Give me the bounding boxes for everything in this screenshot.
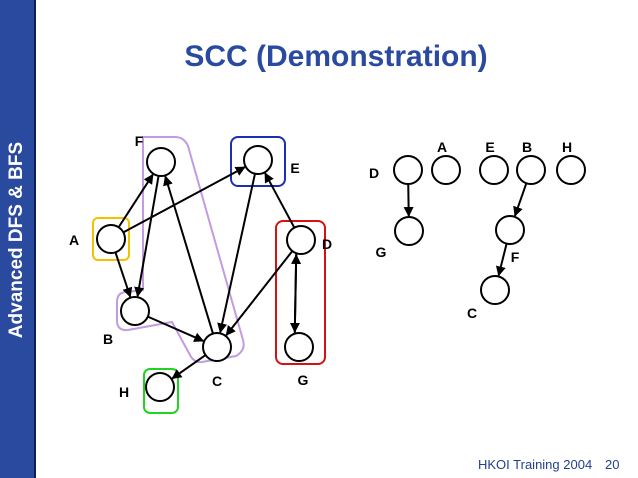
graph-edge-c-f (163, 175, 214, 334)
sidebar-band: Advanced DFS & BFS (0, 0, 36, 478)
graph-node-label-g: G (298, 372, 309, 388)
forest-node-label-f: F (511, 249, 520, 265)
graph-node-label-f: F (135, 133, 144, 149)
forest-node-g (394, 216, 424, 246)
component-dg-outline (275, 220, 326, 365)
graph-edge-a-f (117, 173, 154, 228)
graph-node-label-b: B (103, 331, 113, 347)
forest-node-label-a: A (437, 139, 447, 155)
graph-node-d (286, 225, 316, 255)
graph-edge-b-c (147, 315, 205, 342)
graph-edge-d-e (264, 172, 296, 229)
component-fbc-outline (116, 136, 245, 364)
forest-node-label-d: D (369, 165, 379, 181)
forest-node-c (480, 275, 510, 305)
forest-node-h (556, 155, 586, 185)
graph-node-label-a: A (69, 232, 79, 248)
footer-organization: HKOI Training 2004 (478, 457, 593, 472)
graph-node-label-h: H (119, 384, 129, 400)
graph-node-e (243, 145, 273, 175)
slide-title: SCC (Demonstration) (184, 40, 488, 73)
forest-edge-b-f (513, 182, 528, 217)
forest-node-b (516, 155, 546, 185)
forest-node-label-g: G (376, 244, 387, 260)
forest-node-label-e: E (485, 139, 494, 155)
graph-edge-d-c (225, 250, 294, 336)
page-number: 20 (605, 457, 620, 472)
graph-node-g (284, 332, 314, 362)
graph-edge-c-h (171, 354, 207, 380)
forest-edge-d-g (403, 183, 414, 218)
forest-node-a (431, 155, 461, 185)
forest-node-label-b: B (522, 139, 532, 155)
graph-node-h (145, 372, 175, 402)
forest-node-d (393, 155, 423, 185)
graph-edge-e-c (217, 173, 256, 334)
graph-edge-g-d (291, 253, 302, 333)
component-e-outline (230, 136, 286, 187)
forest-edge-f-c (495, 243, 508, 277)
graph-node-label-e: E (290, 160, 299, 176)
graph-edge-a-b (114, 251, 133, 298)
graph-node-b (120, 296, 150, 326)
forest-node-label-h: H (562, 139, 572, 155)
component-h-outline (143, 368, 179, 414)
graph-edge-f-b (134, 175, 160, 298)
graph-node-label-c: C (212, 373, 222, 389)
graph-edge-a-e (122, 166, 246, 234)
forest-node-f (495, 215, 525, 245)
graph-node-c (202, 332, 232, 362)
forest-node-e (479, 155, 509, 185)
graph-node-label-d: D (322, 236, 332, 252)
forest-node-label-c: C (467, 305, 477, 321)
graph-node-f (146, 147, 176, 177)
component-a-outline (92, 217, 130, 261)
graph-node-a (96, 224, 126, 254)
